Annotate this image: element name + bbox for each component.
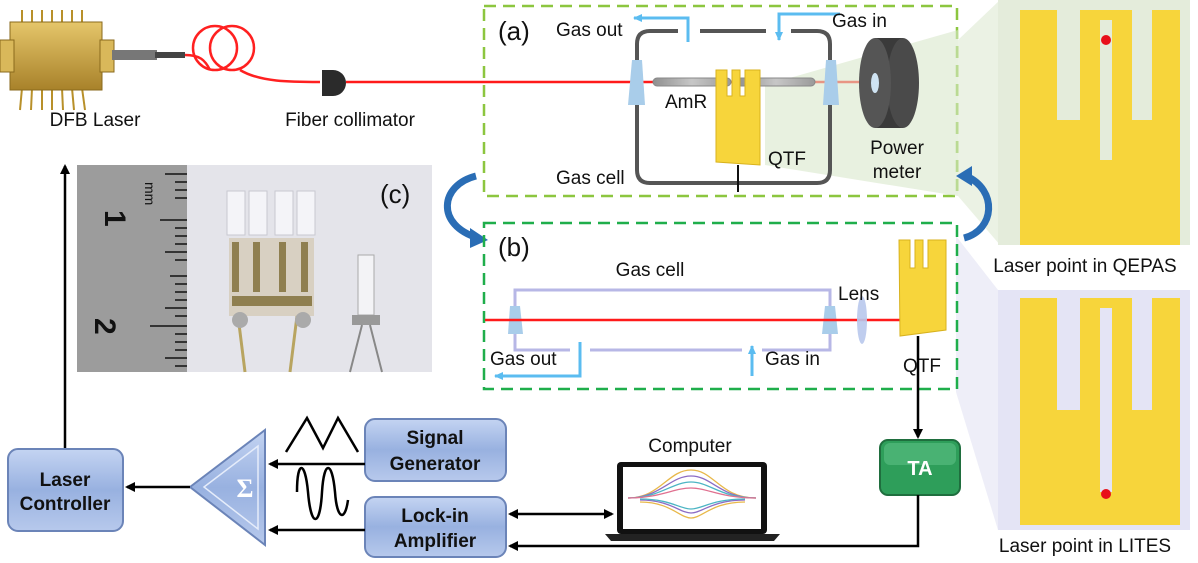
- qtf-label-a: QTF: [768, 149, 806, 170]
- computer-laptop-icon: [605, 462, 780, 541]
- signal-generator-block: Signal Generator: [364, 418, 507, 482]
- qtf-prong-diagram-qepas: [1020, 10, 1180, 245]
- panel-a-label: (a): [498, 16, 530, 46]
- lites-panel: [956, 236, 1190, 530]
- sigma-symbol: Σ: [237, 474, 254, 503]
- ta-to-lockin-arrow: [508, 495, 920, 551]
- gas-in-label-b: Gas in: [765, 349, 820, 370]
- gas-out-arrow-a: [633, 14, 690, 42]
- qtf-prong-diagram-lites: [1020, 298, 1180, 525]
- fiber-collimator-label: Fiber collimator: [285, 110, 416, 131]
- lens-icon: [857, 296, 867, 344]
- qepas-panel: [958, 0, 1190, 245]
- gas-cell-a: [635, 29, 832, 185]
- lens-label: Lens: [838, 284, 879, 305]
- power-meter-label: Power: [870, 138, 925, 159]
- dfb-laser-label: DFB Laser: [50, 110, 141, 131]
- dfb-laser-package: [0, 10, 185, 111]
- power-meter-label: meter: [873, 162, 922, 183]
- gas-cell-label-a: Gas cell: [556, 168, 625, 189]
- qtf-photo-c: mm 1 2: [77, 165, 432, 373]
- fiber-collimator-icon: [322, 70, 346, 96]
- computer-label: Computer: [648, 436, 732, 457]
- lites-caption: Laser point in LITES: [999, 536, 1171, 557]
- gas-out-label-a: Gas out: [556, 20, 623, 41]
- panel-b-label: (b): [498, 232, 530, 262]
- acoustic-micro-resonator: [652, 77, 732, 87]
- amr-label: AmR: [665, 92, 707, 113]
- gas-cell-label-b: Gas cell: [616, 260, 685, 281]
- gas-in-arrow-a: [775, 12, 840, 41]
- ruler-mark-1: 1: [98, 210, 131, 227]
- ruler-mark-2: 2: [88, 318, 121, 335]
- qtf-a: [715, 69, 761, 166]
- optical-fiber: [184, 24, 321, 84]
- laser-point-marker: [1101, 35, 1111, 45]
- triangle-wave-icon: [284, 415, 360, 453]
- svg-text:Amplifier: Amplifier: [394, 531, 477, 552]
- curved-arrow-icon: [962, 172, 993, 242]
- qepas-setup-box-a: [482, 4, 959, 198]
- gas-cell-b: [513, 288, 832, 352]
- svg-text:TA: TA: [907, 458, 932, 480]
- qtf-b: [898, 239, 947, 337]
- lockin-amplifier-block: Lock-in Amplifier: [364, 496, 507, 558]
- ruler-unit: mm: [142, 182, 158, 205]
- sine-wave-icon: [295, 467, 350, 521]
- laser-point-marker: [1101, 489, 1111, 499]
- gas-out-arrow-b: [494, 342, 582, 380]
- svg-text:Generator: Generator: [390, 454, 481, 475]
- curved-arrow-icon: [443, 172, 480, 242]
- svg-text:Controller: Controller: [20, 494, 111, 515]
- panel-c-label: (c): [380, 179, 410, 209]
- gas-in-label-a: Gas in: [832, 11, 887, 32]
- summing-amplifier: Σ: [188, 427, 266, 548]
- qepas-caption: Laser point in QEPAS: [993, 256, 1176, 277]
- svg-text:Lock-in: Lock-in: [401, 506, 469, 527]
- laser-controller-block: Laser Controller: [7, 448, 124, 532]
- svg-text:Signal: Signal: [406, 428, 463, 449]
- transimpedance-amplifier-block: TA: [879, 439, 961, 496]
- ruler: [77, 165, 187, 372]
- svg-text:Laser: Laser: [40, 470, 91, 491]
- lites-setup-box-b: [482, 221, 959, 391]
- qtf-label-b: QTF: [903, 356, 941, 377]
- gas-out-label-b: Gas out: [490, 349, 557, 370]
- power-meter-icon: [859, 38, 919, 128]
